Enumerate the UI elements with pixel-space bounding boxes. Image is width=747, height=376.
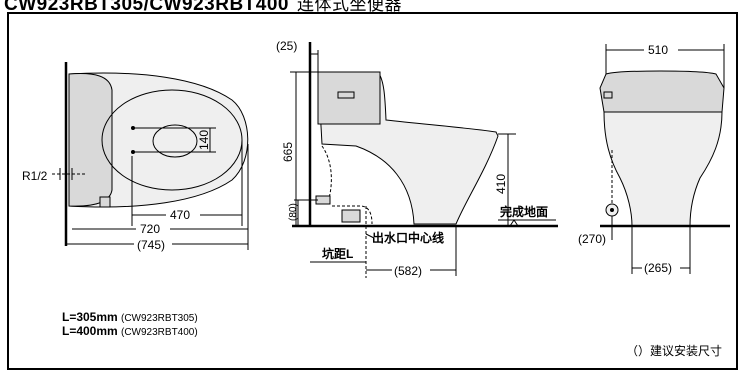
top-view: R1/2 140 470 720 (745) bbox=[22, 62, 249, 252]
model-number: CW923RBT305/CW923RBT400 bbox=[4, 0, 289, 15]
side-view-flange bbox=[341, 209, 361, 223]
side-view-trap bbox=[332, 205, 373, 225]
install-depth-dim-bg bbox=[134, 237, 172, 251]
drawing-frame bbox=[7, 12, 738, 370]
front-view: 510 (270) (265) bbox=[578, 43, 730, 275]
legend-note: （）建议安装尺寸 bbox=[626, 343, 722, 358]
depth-dim-bg bbox=[136, 222, 170, 236]
side-view: (25) 665 410 (80) 完成地面 出水口中心线 坑距L (582) bbox=[276, 39, 558, 278]
top-view-body bbox=[68, 72, 249, 208]
note-line1-value: L=305mm bbox=[62, 310, 118, 324]
hole-dim-value: 140 bbox=[197, 130, 211, 150]
seat-height-value: 410 bbox=[494, 174, 508, 194]
rough-dim-bg bbox=[392, 263, 430, 277]
install-depth-dim-value: (745) bbox=[137, 238, 165, 252]
note-line2-value: L=400mm bbox=[62, 324, 118, 338]
wall-gap-value: (25) bbox=[276, 39, 297, 53]
rough-dim-value: (582) bbox=[394, 264, 422, 278]
outlet-leader bbox=[365, 233, 375, 239]
front-view-body bbox=[603, 111, 723, 227]
floor-marker-icon bbox=[509, 219, 519, 227]
width-dim-value: 510 bbox=[648, 43, 668, 57]
top-view-valve bbox=[99, 196, 111, 208]
side-view-button bbox=[337, 91, 355, 99]
top-view-tank bbox=[68, 73, 113, 207]
height-dim-value: 665 bbox=[281, 142, 295, 162]
base-width-dim-bg bbox=[642, 261, 680, 275]
width-dim-bg bbox=[644, 43, 678, 57]
finished-floor-label: 完成地面 bbox=[500, 204, 548, 219]
drawing-title: CW923RBT305/CW923RBT400 连体式坐便器 bbox=[4, 0, 402, 15]
product-type: 连体式坐便器 bbox=[297, 0, 402, 14]
outlet-dim-bg bbox=[166, 207, 200, 221]
inlet-height-value: (80) bbox=[288, 203, 299, 221]
inlet-offset-value: (270) bbox=[578, 232, 606, 246]
water-inlet-label: R1/2 bbox=[22, 169, 48, 183]
outlet-center-label: 出水口中心线 bbox=[372, 230, 444, 245]
note-line1-model: (CW923RBT305) bbox=[121, 313, 198, 324]
front-view-button bbox=[603, 91, 613, 99]
front-view-tank bbox=[599, 70, 725, 113]
outlet-dim-value: 470 bbox=[170, 208, 190, 222]
side-view-supply-hose bbox=[321, 145, 332, 203]
base-width-value: (265) bbox=[644, 261, 672, 275]
notes: L=305mm (CW923RBT305) L=400mm (CW923RBT4… bbox=[62, 310, 722, 358]
depth-dim-value: 720 bbox=[140, 222, 160, 236]
rough-in-label: 坑距L bbox=[322, 246, 353, 261]
side-view-valve bbox=[315, 195, 331, 205]
front-view-valve-center bbox=[610, 208, 614, 212]
note-line2-model: (CW923RBT400) bbox=[121, 327, 198, 338]
top-view-outlet bbox=[152, 124, 198, 158]
